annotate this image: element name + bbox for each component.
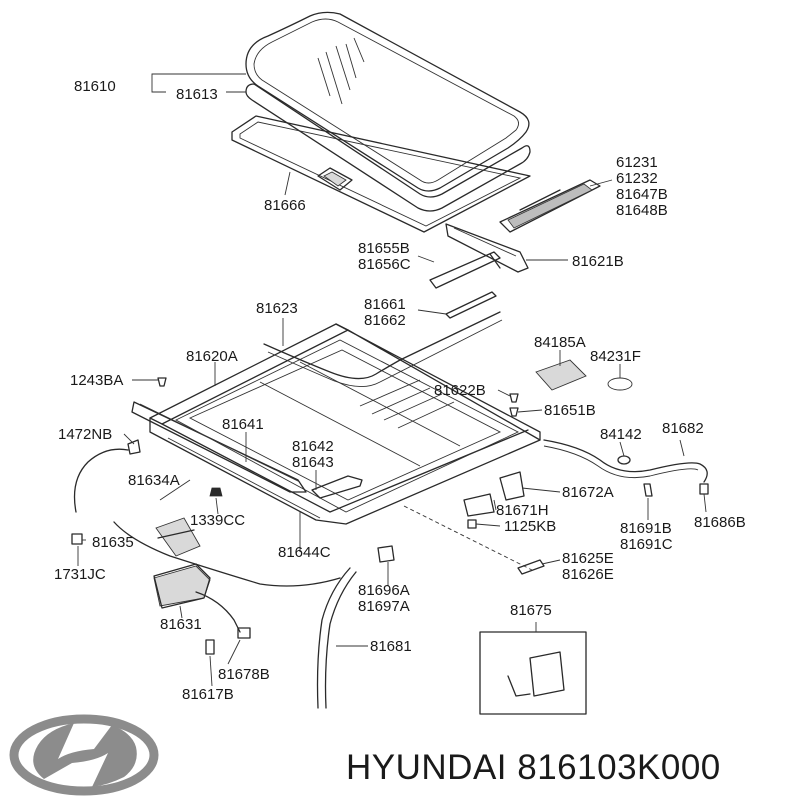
label-81678B: 81678B <box>218 666 270 683</box>
label-81686B: 81686B <box>694 514 746 531</box>
bolt-81651B <box>509 407 519 417</box>
cable-81641 <box>131 401 307 493</box>
label-1243BA: 1243BA <box>70 372 123 389</box>
guide-81661 <box>445 291 497 319</box>
label-81643: 81643 <box>292 454 334 471</box>
label-61232: 61232 <box>616 170 658 187</box>
harness-81678B <box>195 591 251 639</box>
hyundai-logo-icon <box>9 714 159 796</box>
label-1472NB: 1472NB <box>58 426 112 443</box>
label-81622B: 81622B <box>434 382 486 399</box>
label-1731JC: 1731JC <box>54 566 106 583</box>
label-84185A: 84185A <box>534 334 586 351</box>
grommet-84142 <box>617 455 631 465</box>
label-81691C: 81691C <box>620 536 673 553</box>
connector-81696A <box>377 545 395 563</box>
part-labels: 81610 81613 81666 61231 61232 81647B 816… <box>54 78 746 703</box>
label-81621B: 81621B <box>572 253 624 270</box>
label-81697A: 81697A <box>358 598 410 615</box>
motor-81631 <box>153 563 211 609</box>
label-84231F: 84231F <box>590 348 641 365</box>
brand-caption: HYUNDAI 816103K000 <box>346 748 721 787</box>
label-81613: 81613 <box>176 86 218 103</box>
label-81641: 81641 <box>222 416 264 433</box>
drain-hose-front-right <box>543 439 708 483</box>
guide-81655 <box>429 251 501 289</box>
sunroof-frame <box>149 323 541 525</box>
dashed-guide <box>403 505 533 571</box>
clip-1472NB <box>127 439 141 455</box>
label-81656C: 81656C <box>358 256 411 273</box>
drain-hose-rear <box>316 567 357 709</box>
label-81682: 81682 <box>662 420 704 437</box>
glass-weatherstrip <box>245 83 531 212</box>
label-81610: 81610 <box>74 78 116 95</box>
pad-84231F <box>607 377 633 391</box>
label-81662: 81662 <box>364 312 406 329</box>
bracket-81642 <box>311 475 363 499</box>
bracket-81625E <box>517 559 545 575</box>
label-81661: 81661 <box>364 296 406 313</box>
label-81620A: 81620A <box>186 348 238 365</box>
label-81644C: 81644C <box>278 544 331 561</box>
label-81626E: 81626E <box>562 566 614 583</box>
label-81675: 81675 <box>510 602 552 619</box>
clip-84185A <box>535 359 587 391</box>
label-81696A: 81696A <box>358 582 410 599</box>
drain-tube-81623 <box>263 311 503 387</box>
clamp-81691 <box>643 483 653 497</box>
clip-81617B <box>205 639 215 655</box>
label-61231: 61231 <box>616 154 658 171</box>
label-1125KB: 1125KB <box>504 518 556 535</box>
nut-1339CC <box>209 487 223 497</box>
label-81655B: 81655B <box>358 240 410 257</box>
label-81617B: 81617B <box>182 686 234 703</box>
drive-cable-left <box>73 448 341 587</box>
sunshade-panel <box>231 115 531 233</box>
label-81647B: 81647B <box>616 186 668 203</box>
motor-bracket-81634A <box>155 517 201 557</box>
label-81648B: 81648B <box>616 202 668 219</box>
label-81672A: 81672A <box>562 484 614 501</box>
label-81635: 81635 <box>92 534 134 551</box>
wind-deflector-part <box>499 179 601 233</box>
repair-kit-box <box>479 631 587 715</box>
label-81634A: 81634A <box>128 472 180 489</box>
sunroof-glass-assembly <box>245 11 530 192</box>
label-81623: 81623 <box>256 300 298 317</box>
bolt-1125KB <box>467 519 477 529</box>
label-81671H: 81671H <box>496 502 549 519</box>
leader-lines <box>77 73 707 687</box>
label-81681: 81681 <box>370 638 412 655</box>
screw-1243BA <box>157 377 167 387</box>
label-1339CC: 1339CC <box>190 512 245 529</box>
motor-bracket-81672A <box>463 471 525 517</box>
screw-81622B <box>509 393 519 403</box>
label-81642: 81642 <box>292 438 334 455</box>
label-81631: 81631 <box>160 616 202 633</box>
label-81691B: 81691B <box>620 520 672 537</box>
grommet-81686B <box>699 483 709 495</box>
label-81666: 81666 <box>264 197 306 214</box>
grommet-1731JC <box>71 533 83 545</box>
label-84142: 84142 <box>600 426 642 443</box>
label-81625E: 81625E <box>562 550 614 567</box>
label-81651B: 81651B <box>544 402 596 419</box>
rail-front-right <box>445 223 529 273</box>
